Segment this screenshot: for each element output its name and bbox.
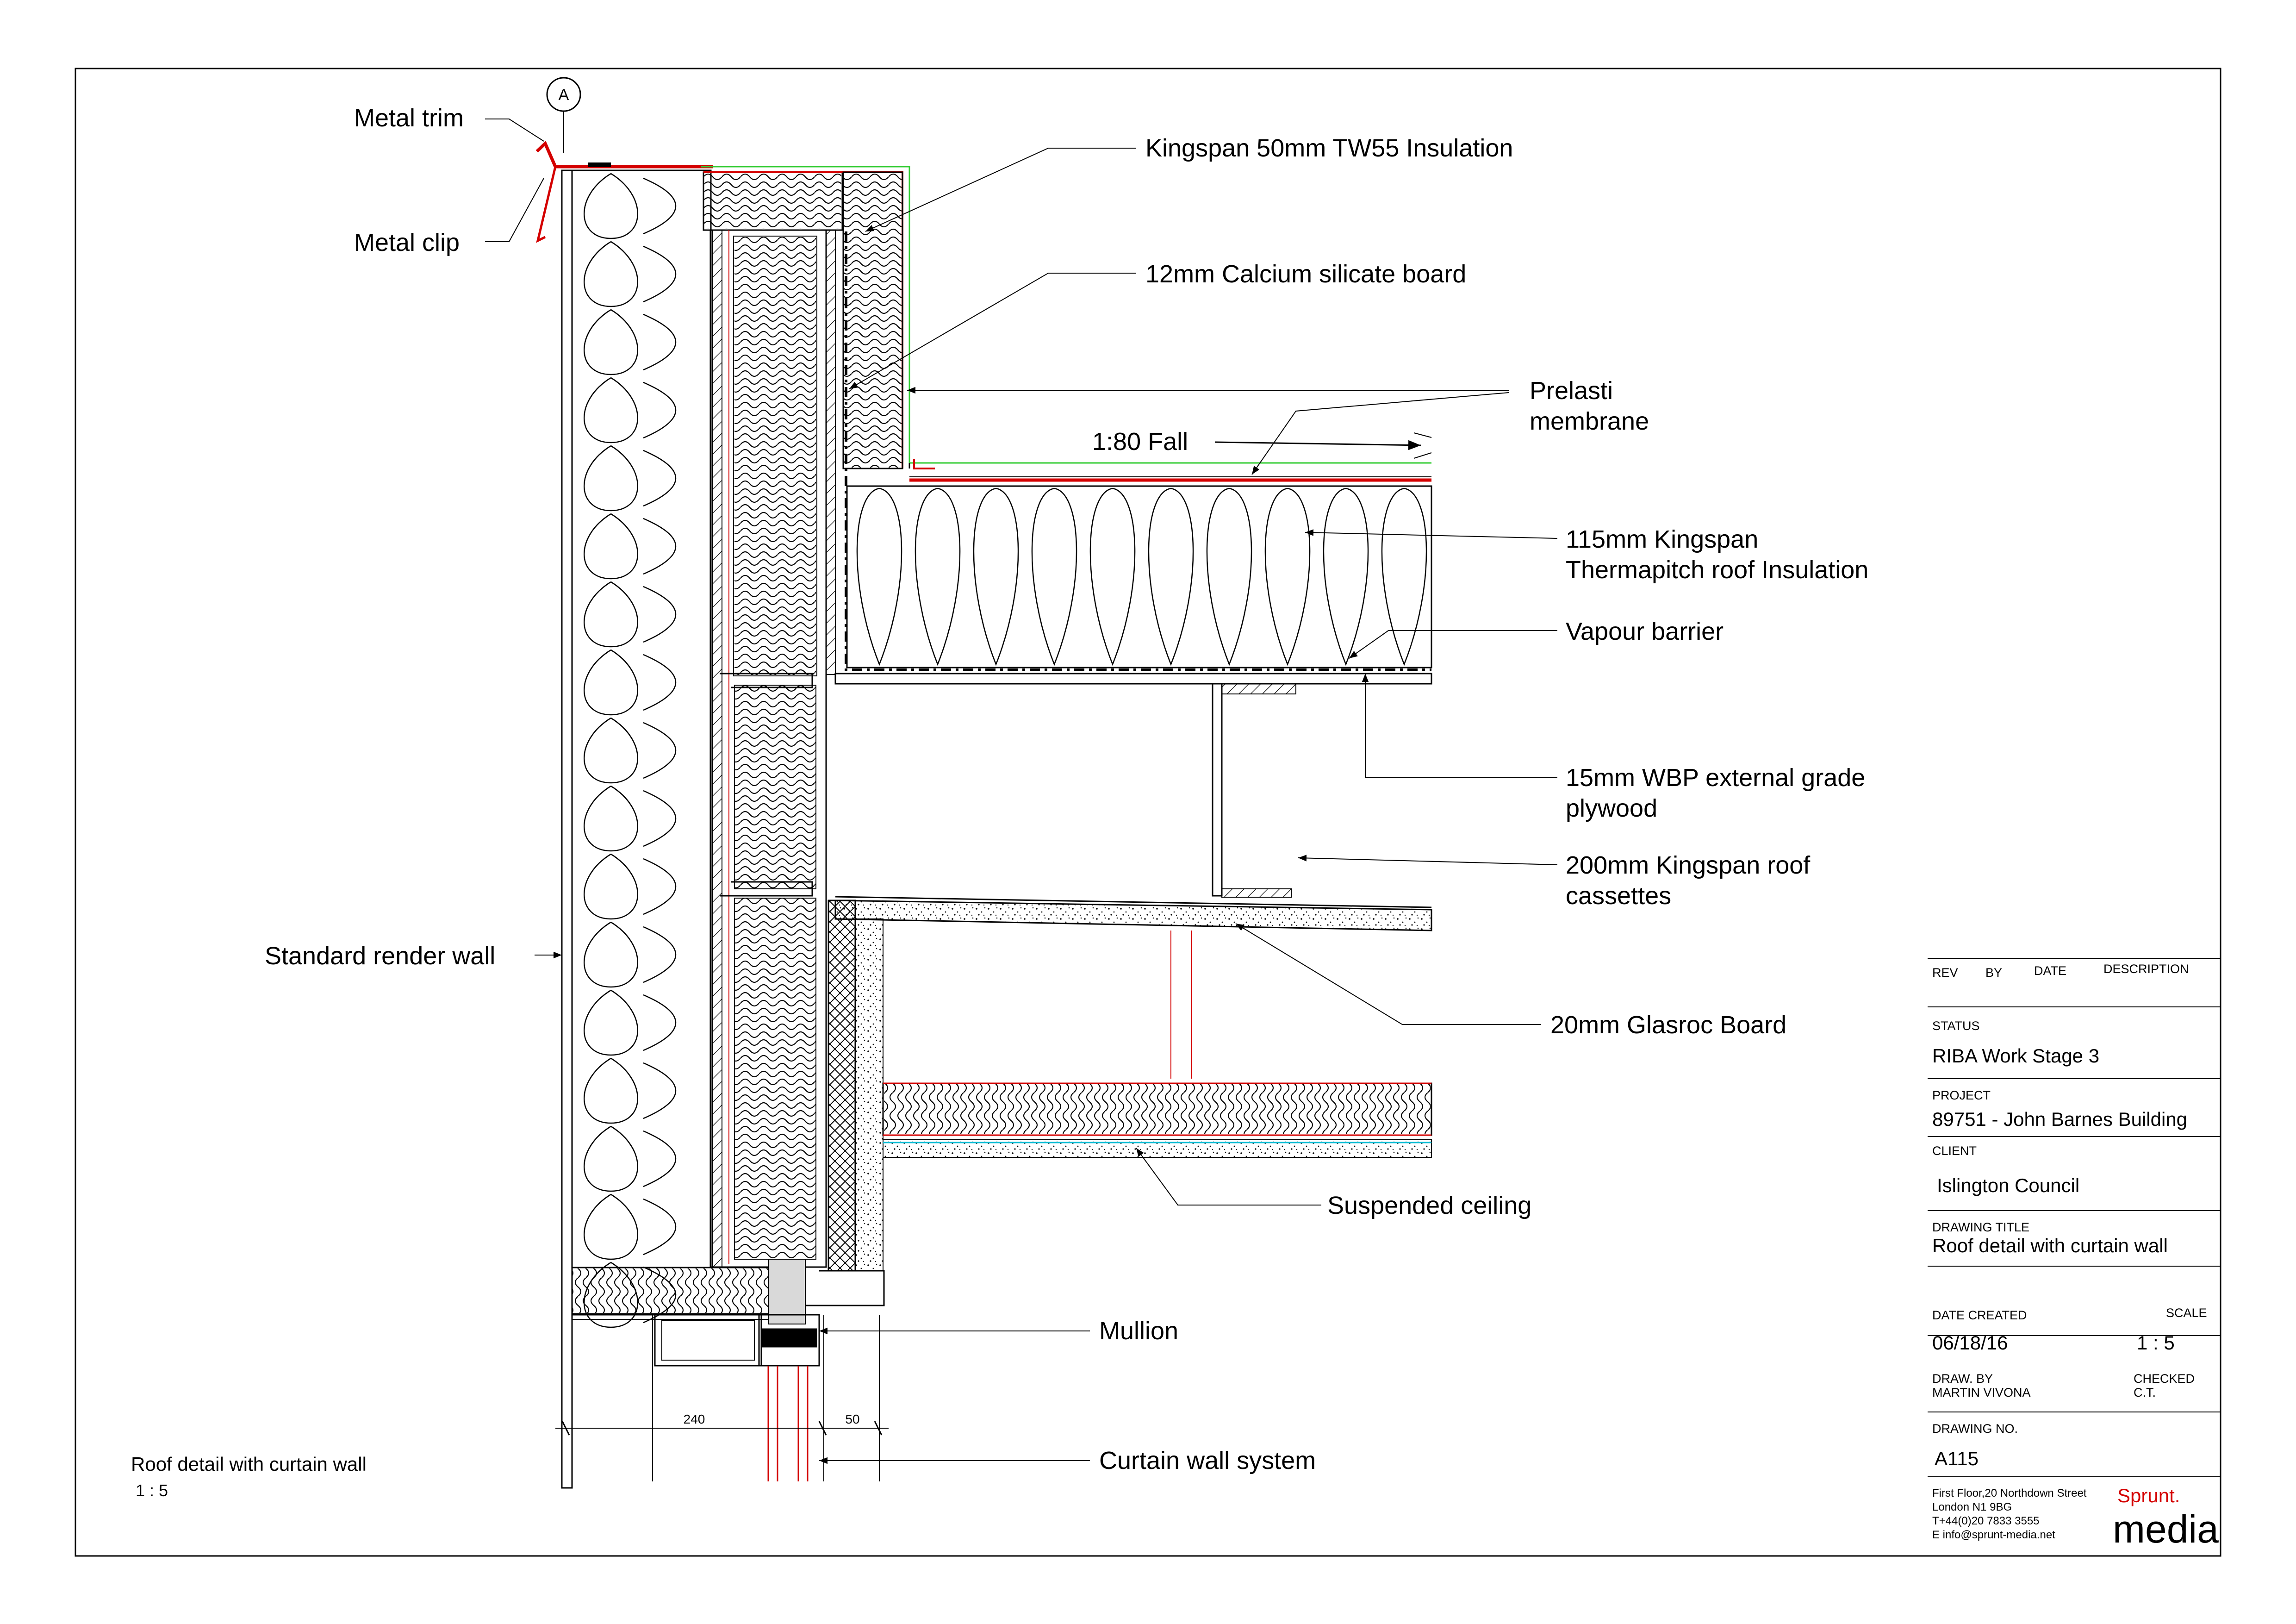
calcium-silicate-board: [845, 231, 1431, 671]
drawing-no-label: DRAWING NO.: [1932, 1422, 2018, 1436]
label-wbp-1: 15mm WBP external grade: [1566, 764, 1865, 792]
scale-label: SCALE: [2166, 1306, 2207, 1320]
label-prelasti-1: Prelasti: [1530, 377, 1613, 405]
label-thermapitch-1: 115mm Kingspan: [1566, 525, 1758, 553]
date-created-label: DATE CREATED: [1932, 1308, 2027, 1322]
logo-sprunt: Sprunt.: [2117, 1485, 2180, 1506]
drawing-title-label: DRAWING TITLE: [1932, 1220, 2029, 1234]
project-label: PROJECT: [1932, 1088, 1991, 1102]
thermapitch-insulation: [846, 485, 1432, 668]
address-line-3: T+44(0)20 7833 3555: [1932, 1515, 2040, 1527]
drawn-by-value: MARTIN VIVONA: [1932, 1386, 2031, 1399]
sheet-border: [75, 68, 2221, 1557]
drawing-title-value: Roof detail with curtain wall: [1932, 1235, 2168, 1256]
date-created-value: 06/18/16: [1932, 1332, 2008, 1354]
label-calcium-silicate: 12mm Calcium silicate board: [1145, 260, 1466, 288]
logo-media: media: [2113, 1507, 2219, 1551]
checked-label: CHECKED: [2134, 1372, 2195, 1386]
rev-header: REV: [1932, 966, 1958, 980]
kingspan-tw55: [842, 171, 903, 469]
address-line-1: First Floor,20 Northdown Street: [1932, 1487, 2087, 1499]
label-prelasti-2: membrane: [1530, 407, 1649, 435]
client-value: Islington Council: [1937, 1174, 2079, 1196]
by-header: BY: [1985, 966, 2002, 980]
dimension-50: 50: [845, 1412, 859, 1426]
dimension-240: 240: [684, 1412, 705, 1426]
label-thermapitch-2: Thermapitch roof Insulation: [1566, 556, 1868, 584]
label-metal-clip: Metal clip: [354, 229, 460, 256]
project-value: 89751 - John Barnes Building: [1932, 1108, 2187, 1130]
label-cassettes-2: cassettes: [1566, 882, 1671, 910]
leader-lines: [485, 119, 1558, 1464]
label-mullion: Mullion: [1099, 1317, 1178, 1345]
date-header: DATE: [2034, 964, 2066, 978]
drawn-by-label: DRAW. BY: [1932, 1372, 1993, 1386]
label-vapour-barrier: Vapour barrier: [1566, 618, 1724, 645]
view-caption-scale: 1 : 5: [136, 1481, 168, 1500]
label-metal-trim: Metal trim: [354, 104, 464, 132]
wbp-plywood: [834, 673, 1432, 685]
label-render-wall: Standard render wall: [265, 942, 495, 970]
label-cassettes-1: 200mm Kingspan roof: [1566, 851, 1811, 879]
roof-cassette: [1212, 683, 1223, 897]
label-wbp-2: plywood: [1566, 794, 1657, 822]
mullion: [654, 1314, 762, 1367]
scale-value: 1 : 5: [2137, 1332, 2175, 1354]
view-caption-title: Roof detail with curtain wall: [131, 1453, 367, 1475]
address-line-2: London N1 9BG: [1932, 1501, 2012, 1513]
metal-clip: [536, 166, 557, 243]
render-wall: [561, 169, 573, 1489]
render-wall-insulation: [571, 169, 712, 1328]
label-fall: 1:80 Fall: [1092, 428, 1188, 456]
label-kingspan-tw55: Kingspan 50mm TW55 Insulation: [1145, 134, 1513, 162]
label-suspended-ceiling: Suspended ceiling: [1327, 1192, 1531, 1219]
metal-trim: [535, 141, 713, 169]
description-header: DESCRIPTION: [2103, 962, 2189, 976]
address-line-4: E info@sprunt-media.net: [1932, 1529, 2055, 1541]
drawing-no-value: A115: [1935, 1448, 1979, 1469]
grid-marker-label: A: [559, 86, 569, 104]
glasroc-board: [834, 899, 1432, 931]
status-value: RIBA Work Stage 3: [1932, 1045, 2099, 1067]
section-drawing: [485, 77, 1558, 1489]
status-label: STATUS: [1932, 1019, 1980, 1033]
title-block: REV BY DATE DESCRIPTION STATUS RIBA Work…: [1928, 958, 2221, 1551]
label-curtain-wall: Curtain wall system: [1099, 1447, 1316, 1474]
label-glasroc: 20mm Glasroc Board: [1550, 1011, 1786, 1039]
client-label: CLIENT: [1932, 1144, 1977, 1158]
checked-value: C.T.: [2134, 1386, 2156, 1399]
